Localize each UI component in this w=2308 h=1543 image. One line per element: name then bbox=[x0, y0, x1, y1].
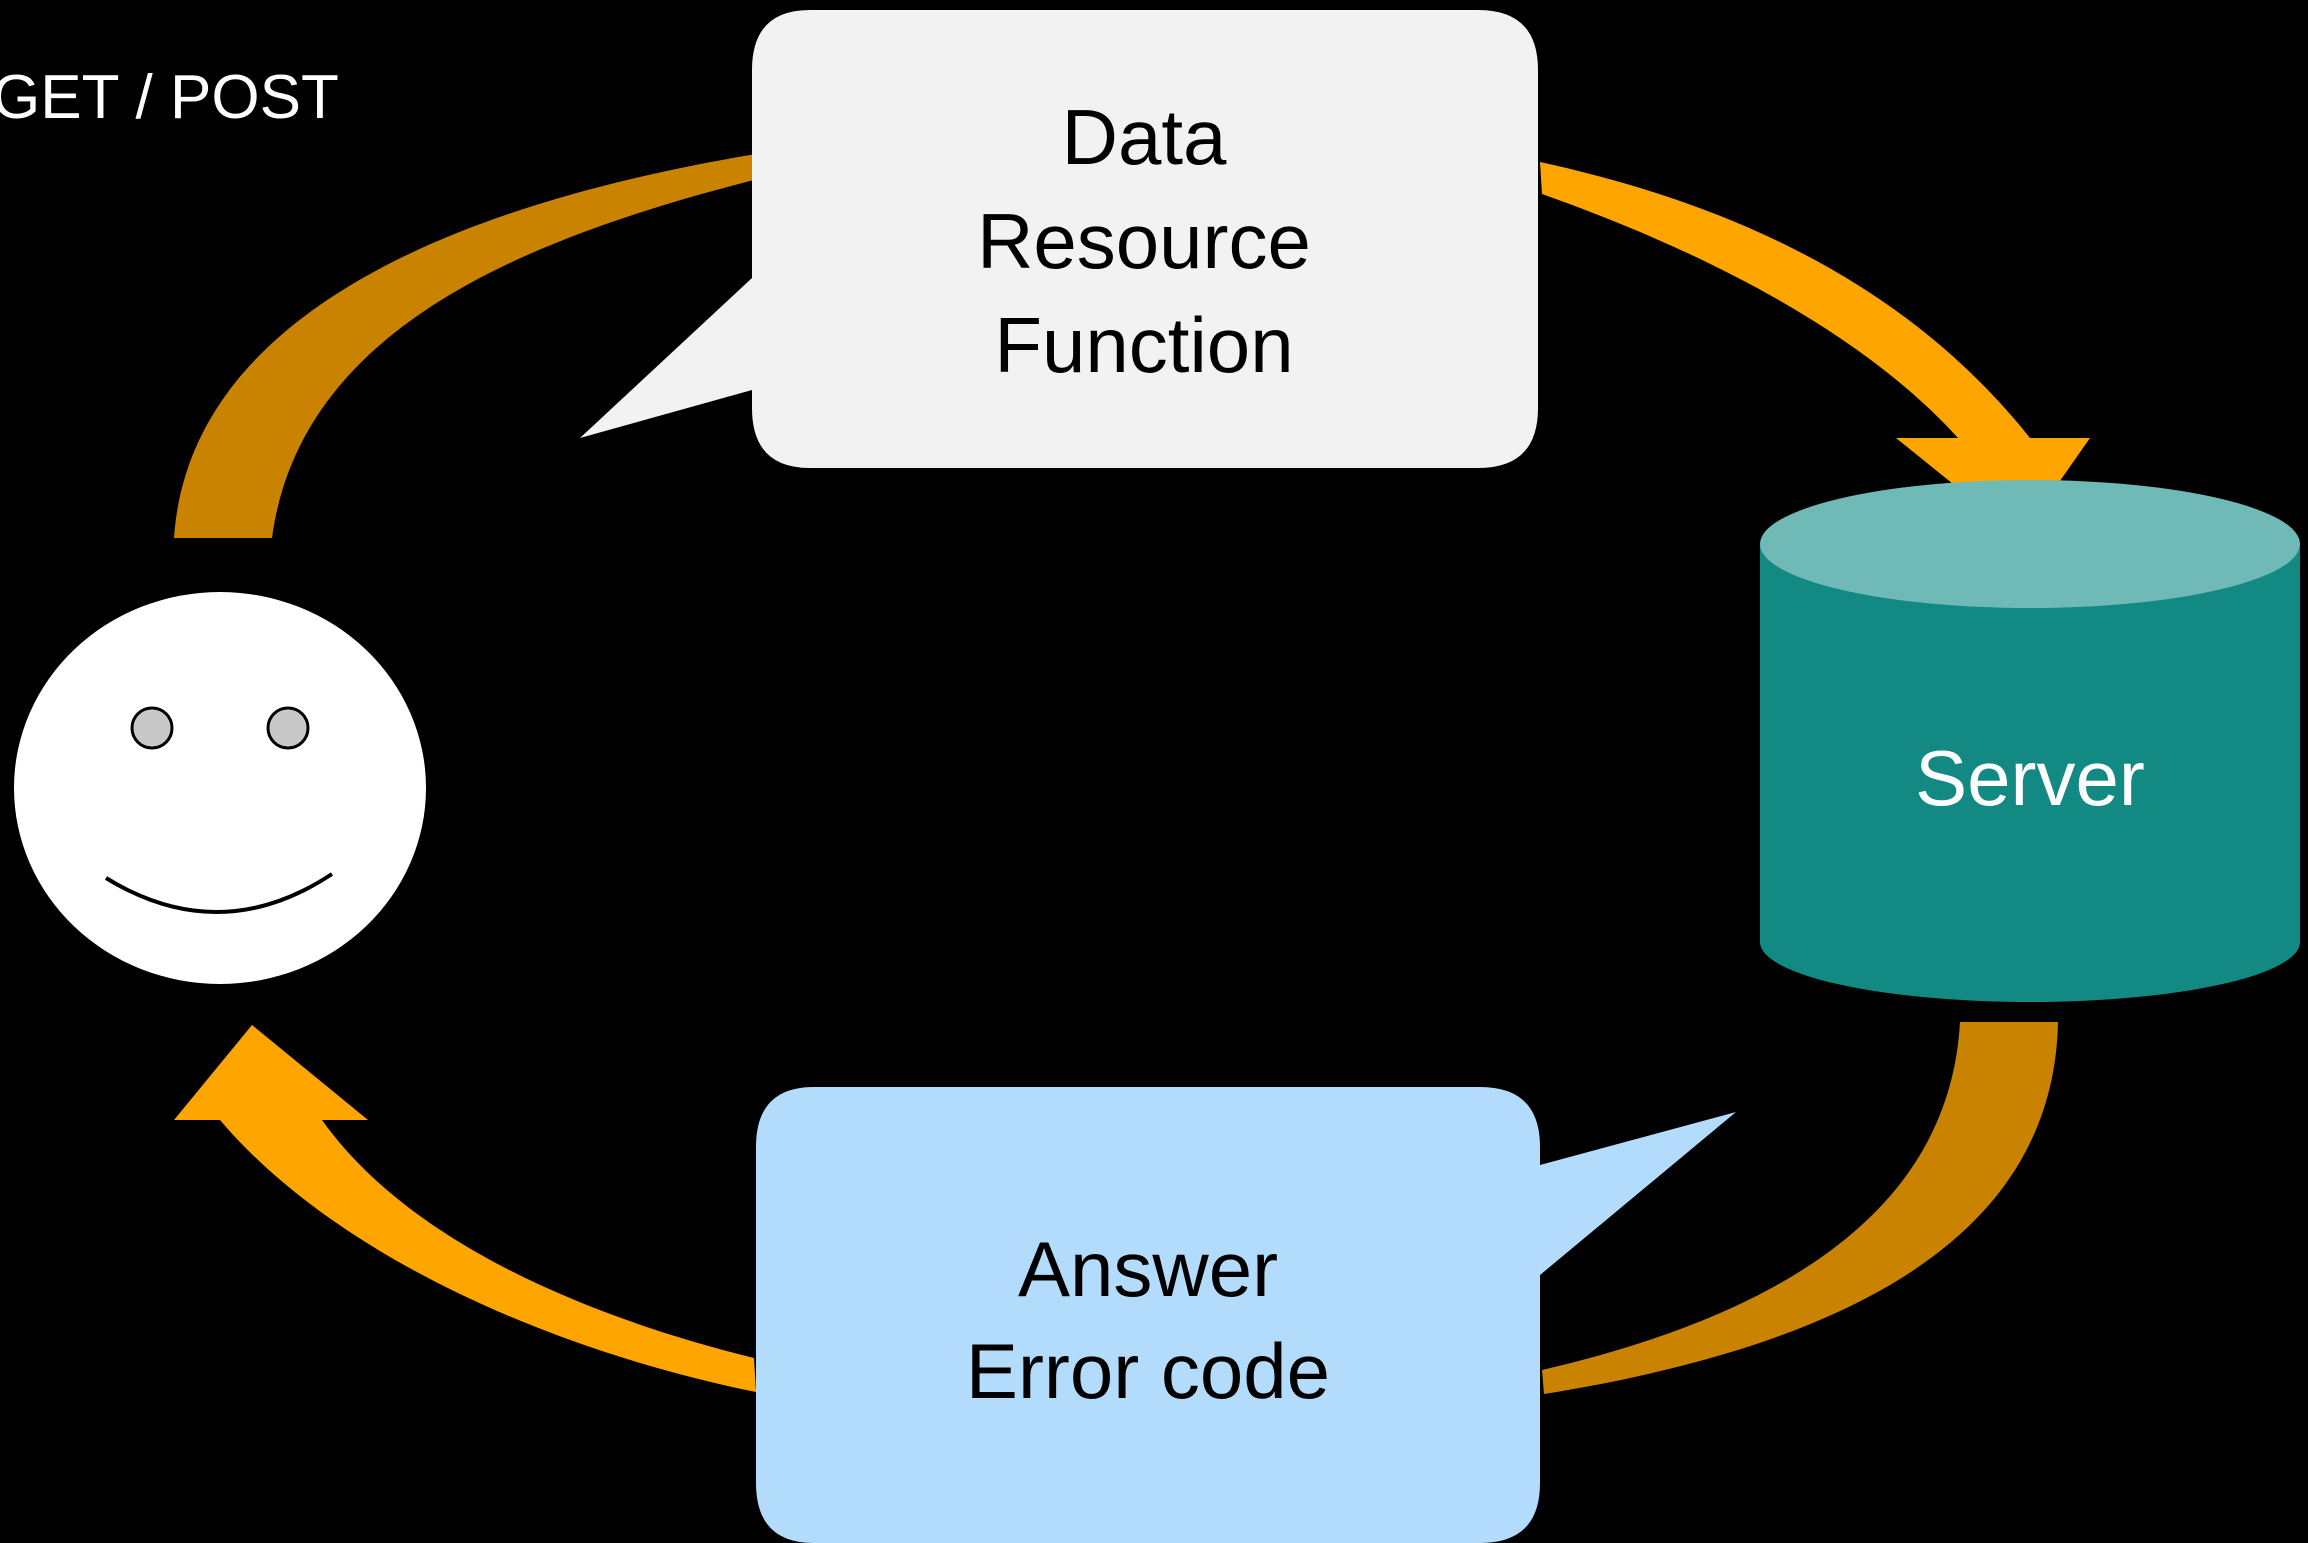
request-arc-left bbox=[174, 154, 770, 538]
response-arc-left-arrow bbox=[174, 1025, 756, 1392]
request-arc-right-arrow bbox=[1540, 162, 2090, 538]
request-bubble: Data Resource Function bbox=[580, 10, 1538, 468]
server-label: Server bbox=[1915, 734, 2145, 822]
method-label: GET / POST bbox=[0, 63, 339, 132]
request-bubble-line-2: Resource bbox=[977, 197, 1311, 285]
request-bubble-line-1: Data bbox=[1062, 93, 1227, 181]
response-bubble-line-1: Answer bbox=[1018, 1225, 1278, 1313]
response-bubble: Answer Error code bbox=[756, 1087, 1736, 1543]
server-cylinder: Server bbox=[1760, 480, 2300, 1002]
response-bubble-shape bbox=[756, 1087, 1736, 1543]
server-cylinder-top bbox=[1760, 480, 2300, 608]
left-eye bbox=[130, 706, 174, 750]
request-bubble-shape bbox=[580, 10, 1538, 468]
right-eye bbox=[266, 706, 310, 750]
request-bubble-line-3: Function bbox=[994, 301, 1293, 389]
face-outline bbox=[14, 592, 426, 984]
smile-mouth bbox=[104, 872, 334, 914]
server-cylinder-body bbox=[1760, 544, 2300, 1002]
response-bubble-line-2: Error code bbox=[966, 1327, 1330, 1415]
response-arc-right bbox=[1542, 1022, 2058, 1394]
smiley-face-icon bbox=[14, 592, 426, 984]
